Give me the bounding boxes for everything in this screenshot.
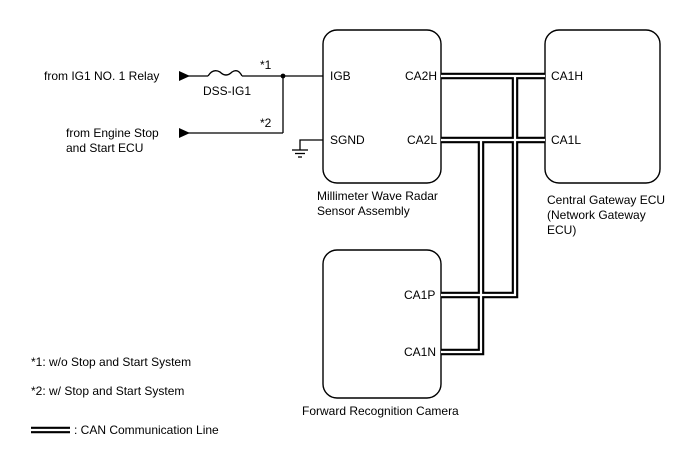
fuse-label: DSS-IG1 bbox=[203, 84, 251, 98]
legend-can-label: : CAN Communication Line bbox=[74, 423, 219, 437]
radar-name-line1: Millimeter Wave Radar bbox=[317, 189, 438, 203]
pin-ca1l: CA1L bbox=[551, 133, 581, 147]
pin-ca2l: CA2L bbox=[407, 133, 437, 147]
engine-stop-source-line2: and Start ECU bbox=[66, 141, 143, 155]
ig1-arrow bbox=[179, 71, 190, 81]
ig1-relay-source: from IG1 NO. 1 Relay bbox=[44, 69, 159, 83]
marker-1: *1 bbox=[260, 58, 272, 72]
gateway-name-line3: ECU) bbox=[547, 223, 576, 237]
pin-igb: IGB bbox=[330, 69, 351, 83]
ground-wire bbox=[299, 139, 323, 150]
pin-ca1n: CA1N bbox=[404, 345, 436, 359]
note-1: *1: w/o Stop and Start System bbox=[31, 355, 191, 369]
gateway-name-line1: Central Gateway ECU bbox=[547, 193, 665, 207]
pin-sgnd: SGND bbox=[330, 133, 365, 147]
engine-stop-source-line1: from Engine Stop bbox=[66, 126, 159, 140]
gateway-name-line2: (Network Gateway bbox=[547, 208, 646, 222]
fuse-symbol bbox=[207, 70, 243, 77]
pin-ca1h: CA1H bbox=[551, 69, 583, 83]
radar-name-line2: Sensor Assembly bbox=[317, 204, 410, 218]
marker-2: *2 bbox=[260, 116, 272, 130]
radar-sensor-box bbox=[322, 29, 442, 184]
camera-name: Forward Recognition Camera bbox=[302, 404, 459, 418]
pin-ca1p: CA1P bbox=[404, 288, 435, 302]
can-bus-lines bbox=[441, 72, 545, 356]
pin-ca2h: CA2H bbox=[405, 69, 437, 83]
central-gateway-box bbox=[544, 29, 661, 184]
note-2: *2: w/ Stop and Start System bbox=[31, 384, 184, 398]
camera-box bbox=[322, 249, 442, 399]
